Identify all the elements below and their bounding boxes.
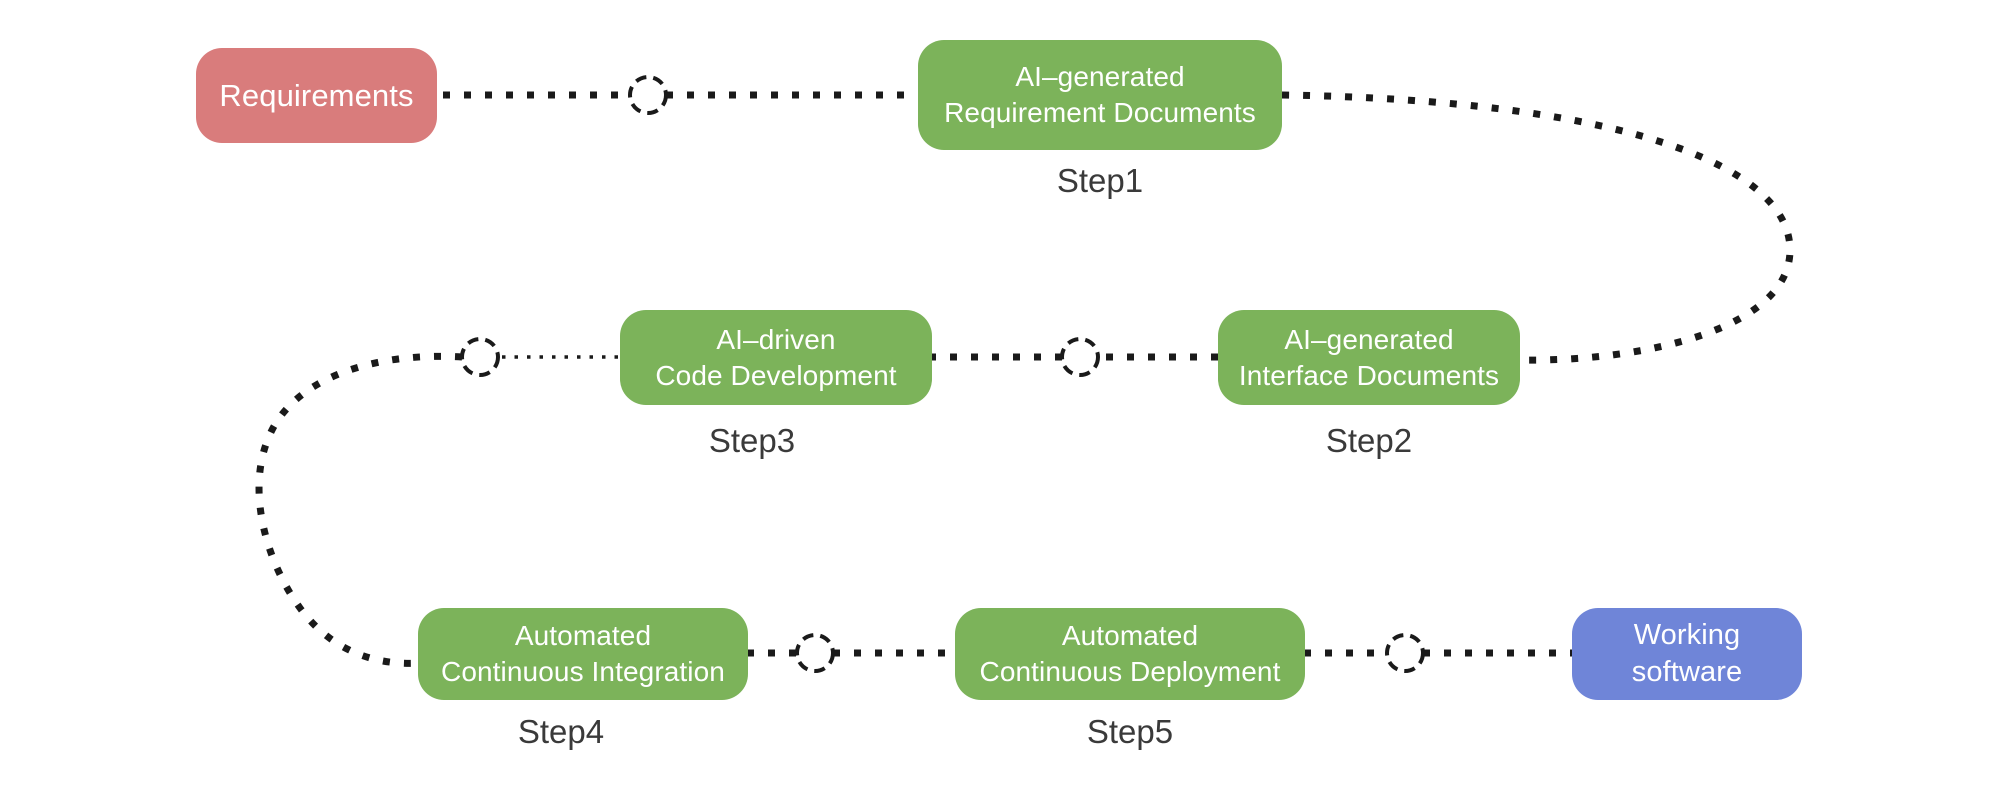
step-label-step4: Step4 [517, 713, 605, 750]
node-line-1: Automated [514, 620, 652, 652]
node-line-2: software [1631, 656, 1743, 688]
node-line-2: Continuous Deployment [979, 656, 1281, 687]
step-label-step1: Step1 [1056, 162, 1144, 199]
gate-marker-2 [1060, 337, 1100, 377]
gate-marker-5 [1385, 633, 1425, 673]
gate-marker-3 [460, 337, 500, 377]
gate-marker-4 [795, 633, 835, 673]
step-label-step5: Step5 [1086, 713, 1174, 750]
node-line-2: Code Development [655, 359, 897, 391]
node-line-1: AI–generated [1284, 323, 1454, 355]
requirements-node[interactable]: Requirements [196, 48, 437, 143]
step-label-step3: Step3 [708, 422, 796, 459]
requirements-node-label: Requirements [219, 77, 414, 113]
ai-generated-requirement-documents-node[interactable]: AI–generated Requirement Documents [918, 40, 1282, 150]
node-line-1: Working [1633, 618, 1741, 651]
automated-continuous-integration-node[interactable]: Automated Continuous Integration [418, 608, 748, 700]
ai-generated-interface-documents-node[interactable]: AI–generated Interface Documents [1218, 310, 1520, 405]
working-software-node[interactable]: Working software [1572, 608, 1802, 700]
node-line-1: AI–generated [1015, 61, 1185, 93]
node-line-1: AI–driven [716, 323, 836, 355]
gate-marker-1 [628, 75, 668, 115]
node-line-2: Requirement Documents [944, 97, 1256, 128]
node-line-2: Continuous Integration [441, 656, 725, 687]
ai-driven-code-development-node[interactable]: AI–driven Code Development [620, 310, 932, 405]
node-line-2: Interface Documents [1238, 359, 1500, 391]
node-line-1: Automated [1061, 620, 1199, 652]
automated-continuous-deployment-node[interactable]: Automated Continuous Deployment [955, 608, 1305, 700]
step-label-step2: Step2 [1325, 422, 1413, 459]
